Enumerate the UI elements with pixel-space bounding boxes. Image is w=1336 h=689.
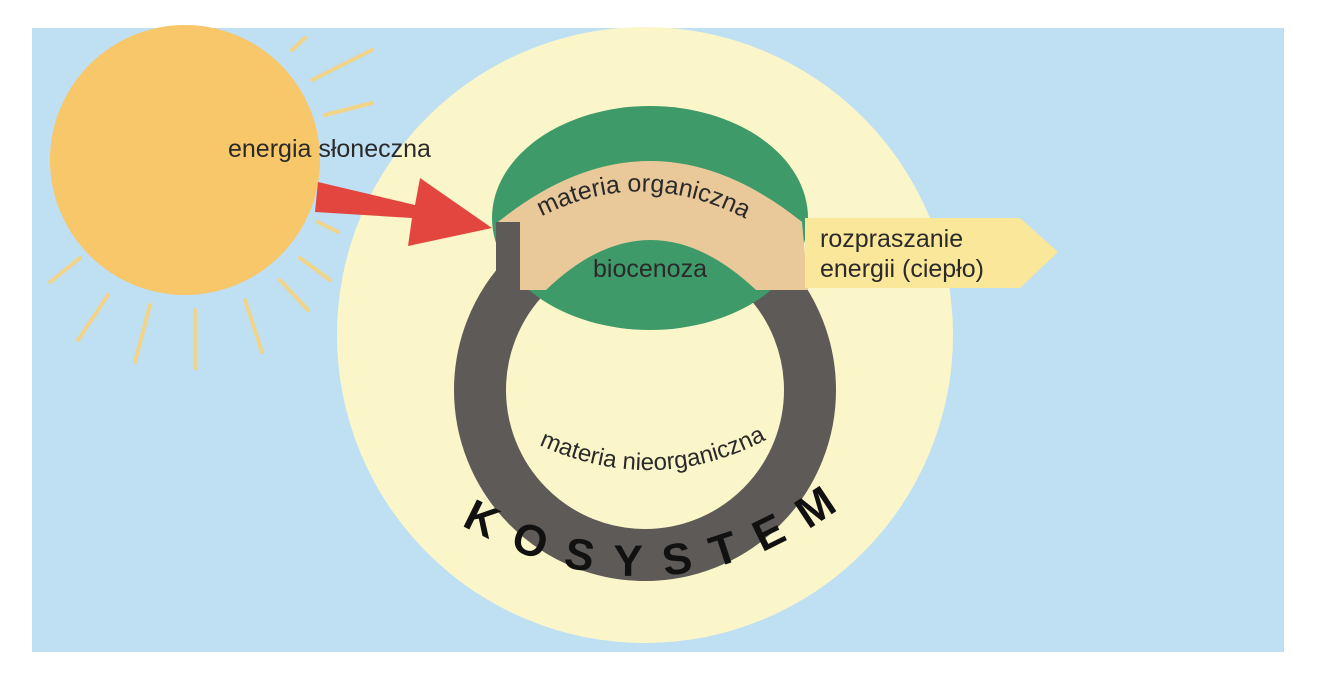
sun-icon <box>50 25 320 295</box>
biocenosis-label: biocenoza <box>593 255 707 283</box>
dissipation-label-line1: rozpraszanie <box>820 225 963 253</box>
arrow-right-icon <box>315 178 492 246</box>
sun-rays <box>48 36 374 370</box>
organic-matter-band-inner <box>498 166 808 290</box>
dissipation-label-line2: energii (ciepło) <box>820 255 984 283</box>
arrow-right-icon <box>805 218 1058 288</box>
band-connector-left <box>496 222 520 290</box>
solar-energy-label: energia słoneczna <box>228 135 431 163</box>
